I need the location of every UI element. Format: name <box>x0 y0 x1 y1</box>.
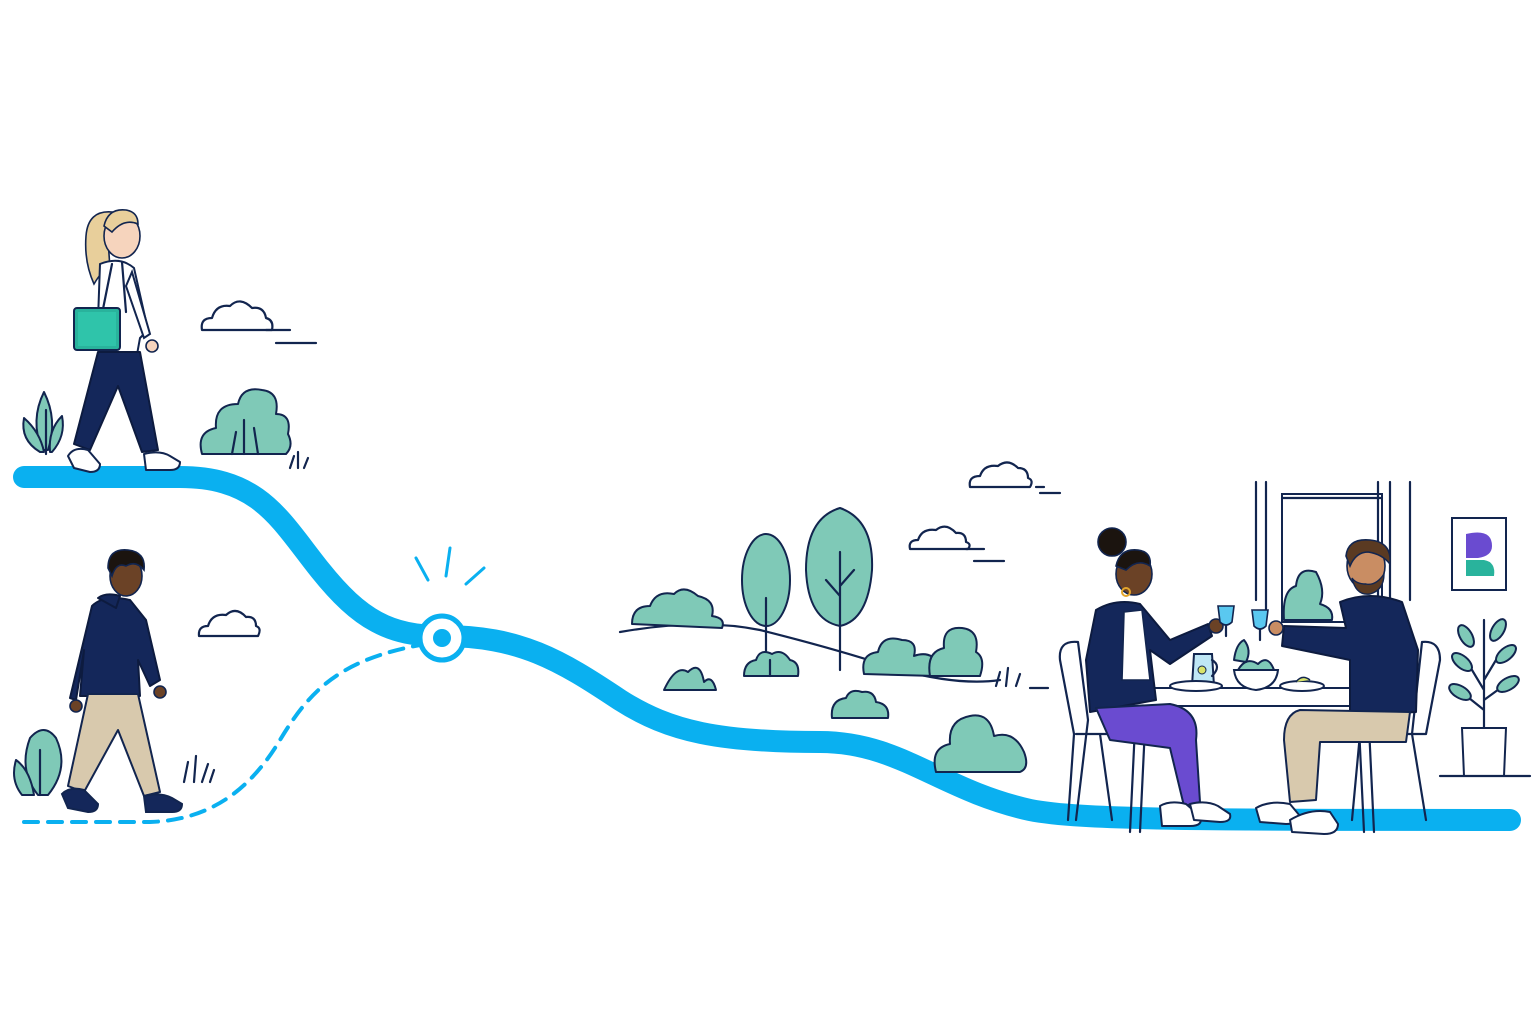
location-marker-icon <box>414 546 486 663</box>
plant-icon <box>22 391 64 456</box>
cloud-icon <box>197 609 261 638</box>
grass-icon <box>288 450 310 470</box>
bush-icon <box>743 651 800 678</box>
man-seated <box>1251 539 1419 835</box>
bush-icon <box>830 689 890 719</box>
bush-icon <box>199 388 292 456</box>
wall-art-icon <box>1451 517 1507 591</box>
tree-icon <box>741 533 791 662</box>
cloud-icon <box>200 300 318 345</box>
tree-icon <box>805 507 874 672</box>
dining-table <box>1107 639 1389 834</box>
grass-icon <box>663 666 717 691</box>
woman-walking <box>67 209 181 473</box>
cloud-icon <box>968 461 1062 495</box>
grass-icon <box>994 666 1022 688</box>
grass-icon <box>182 754 216 784</box>
cloud-icon <box>908 525 1006 563</box>
chair-left <box>1058 640 1142 822</box>
bush-icon <box>933 714 1028 773</box>
bush-icon <box>631 588 724 629</box>
chair-right <box>1344 640 1442 822</box>
alternate-dashed-path <box>22 643 422 824</box>
man-walking <box>60 549 184 814</box>
plant-icon <box>13 729 63 797</box>
woman-seated <box>1085 527 1235 827</box>
potted-plant-icon <box>1438 618 1532 778</box>
bush-icon <box>862 626 984 677</box>
